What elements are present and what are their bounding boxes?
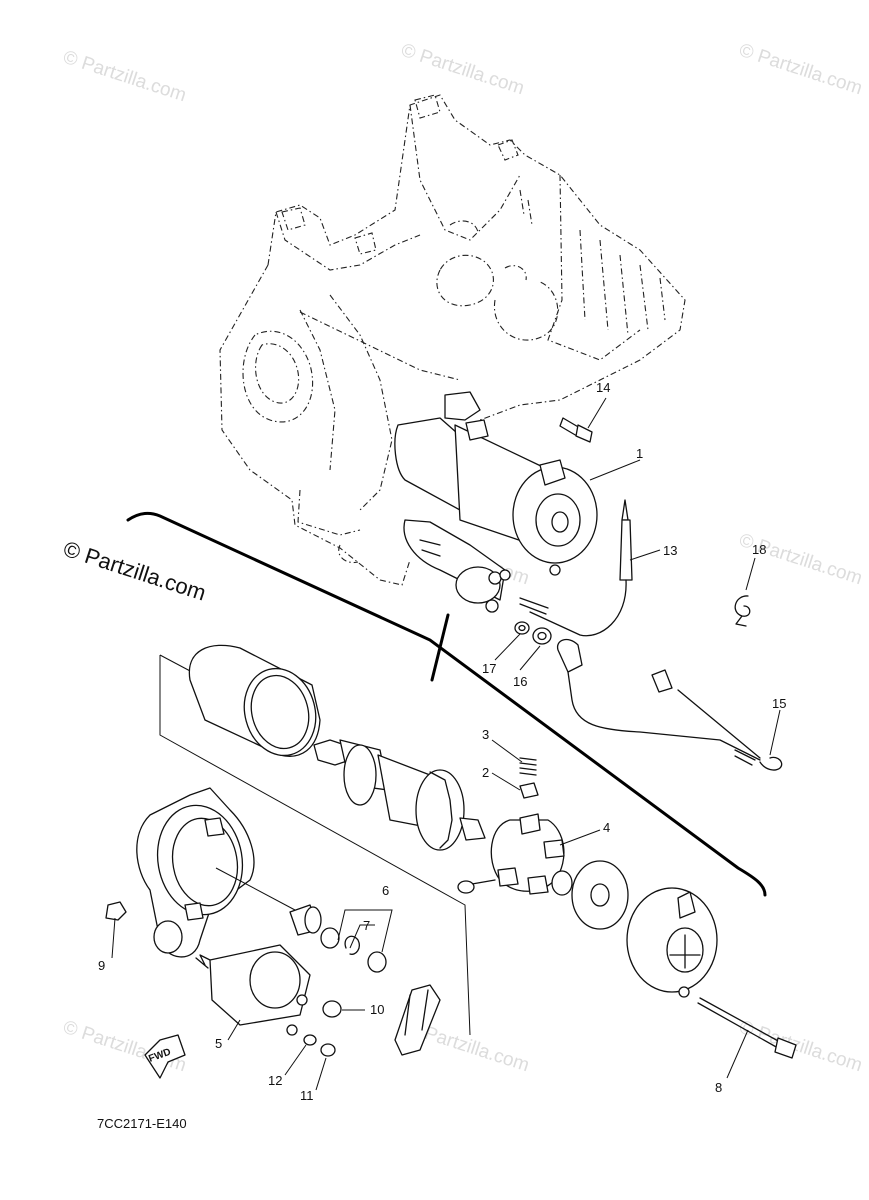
watermark-top-left: © Partzilla.com [60, 47, 188, 107]
callout-11: 11 [300, 1088, 314, 1103]
watermark-top-center: © Partzilla.com [398, 40, 526, 100]
yoke [188, 644, 321, 757]
washer-6 [320, 927, 340, 949]
callout-numbers: 1 2 3 4 5 6 7 8 9 10 11 12 13 14 15 16 1… [98, 380, 786, 1103]
callout-12: 12 [268, 1073, 282, 1088]
callout-1: 1 [636, 446, 643, 461]
callout-4: 4 [603, 820, 610, 835]
watermark-main: © Partzilla.com [60, 536, 209, 606]
callout-6: 6 [382, 883, 389, 898]
collar [289, 904, 322, 936]
callout-15: 15 [772, 696, 786, 711]
bolt-8 [697, 997, 797, 1059]
washer-17 [514, 621, 530, 635]
rear-cover [626, 887, 718, 998]
nut-10 [322, 1000, 342, 1018]
assembly-frame [159, 654, 471, 1036]
nut-16 [532, 627, 552, 645]
bolt-14 [559, 417, 593, 443]
watermark-mid-right: © Partzilla.com [736, 530, 864, 590]
callout-16: 16 [513, 674, 527, 689]
front-cover [136, 787, 255, 958]
armature [313, 739, 486, 851]
watermark-bottom-right: © Partzilla.com [736, 1017, 864, 1077]
brush-holder-4 [457, 813, 565, 895]
starter-motor-assembly [394, 391, 598, 613]
circlip-7 [344, 935, 360, 955]
leader-lines [111, 397, 781, 1091]
nut-11 [320, 1043, 336, 1057]
bearing [551, 860, 629, 930]
callout-7: 7 [363, 918, 370, 933]
callout-13: 13 [663, 543, 677, 558]
callout-5: 5 [215, 1036, 222, 1051]
explosion-bracket-stem [430, 613, 450, 682]
explosion-bracket [126, 511, 767, 897]
callout-3: 3 [482, 727, 489, 742]
shift-lever [394, 984, 441, 1056]
crankcase-outline [219, 94, 686, 586]
washer-12 [303, 1034, 317, 1046]
clip-18 [734, 595, 751, 627]
lead-wire-13 [519, 499, 633, 637]
callout-8: 8 [715, 1080, 722, 1095]
solenoid-5 [195, 944, 311, 1036]
nut-9 [105, 901, 127, 921]
callout-18: 18 [752, 542, 766, 557]
spring-3 [519, 757, 537, 776]
diagram-code: 7CC2171-E140 [97, 1116, 187, 1131]
cable-15 [556, 638, 783, 771]
callout-14: 14 [596, 380, 610, 395]
callout-9: 9 [98, 958, 105, 973]
callout-2: 2 [482, 765, 489, 780]
fwd-arrow-icon: FWD [144, 1034, 186, 1079]
watermark-top-right: © Partzilla.com [736, 40, 864, 100]
callout-10: 10 [370, 1002, 384, 1017]
washer-6b [367, 951, 387, 973]
brush-2 [519, 782, 539, 799]
callout-17: 17 [482, 661, 496, 676]
